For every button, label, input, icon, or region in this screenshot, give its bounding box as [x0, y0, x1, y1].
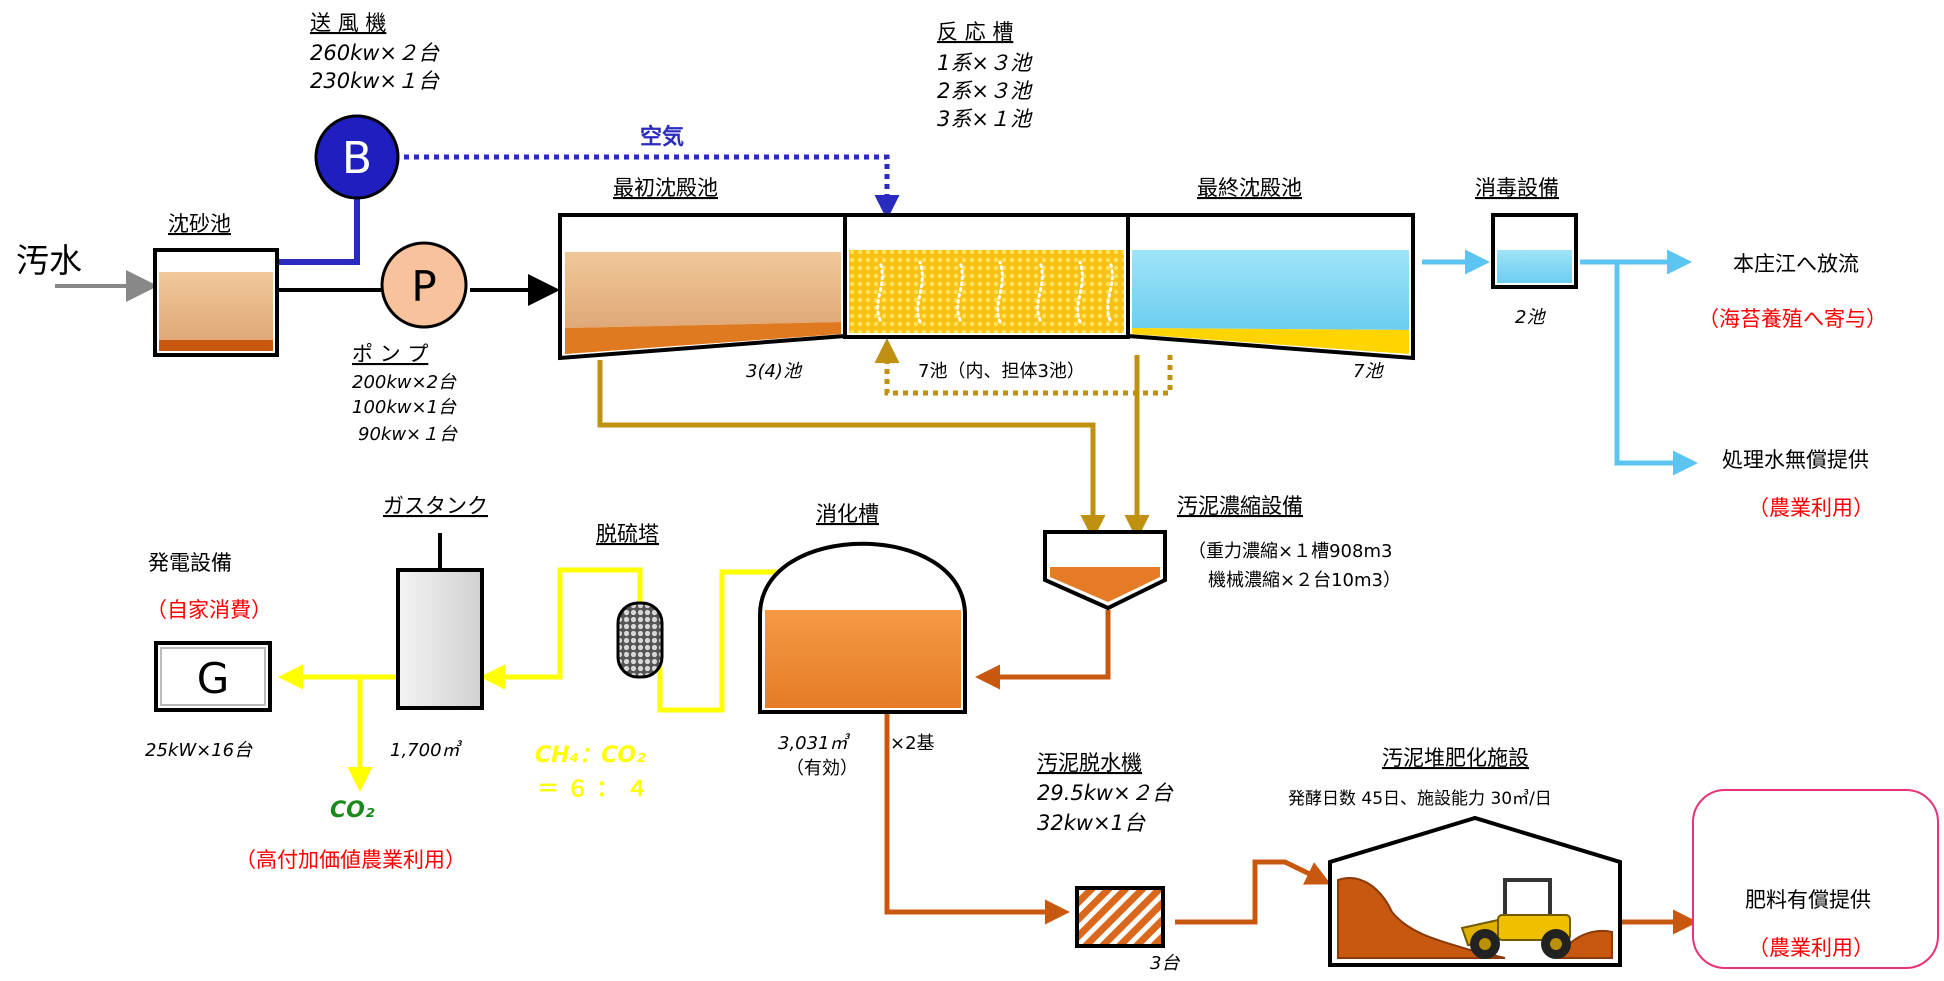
final-clarifier-count: 7池 — [1353, 361, 1384, 382]
generator-title: 発電設備 — [148, 551, 232, 575]
dewatering: 汚泥脱水機 29.5kw×２台 32kw×1台 3台 — [1037, 751, 1180, 974]
desulfurizer: 脱硫塔 CH₄：CO₂ ＝ ６ ： ４ — [535, 522, 664, 802]
digester: 消化槽 3,031㎥ （有効） ×2基 — [758, 502, 967, 779]
thickener-spec2: 機械濃縮×２台10m3） — [1208, 570, 1401, 591]
pump-icon — [380, 241, 468, 329]
gas-tank: ガスタンク 1,700㎥ — [383, 494, 488, 761]
reaction-tank-count: 7池（内、担体3池） — [918, 361, 1085, 382]
blower-spec1: 260kw×２台 — [310, 41, 440, 65]
treated-line-3 — [1614, 262, 1698, 476]
final-clarifier-title: 最終沈殿池 — [1197, 176, 1302, 200]
blower-grit-line — [277, 196, 360, 265]
gas-tank-title: ガスタンク — [383, 494, 488, 518]
dewatering-count: 3台 — [1150, 953, 1180, 974]
blower: 送 風 機 260kw×２台 230kw×１台 B — [310, 11, 440, 200]
compost-pile-icon — [1337, 877, 1506, 959]
disinfection-count: 2池 — [1515, 307, 1546, 328]
primary-clarifier-count: 3(4)池 — [746, 361, 803, 382]
reaction-tank: 反 応 槽 1系×３池 2系×３池 3系×１池 7池（内、担体3池） — [843, 20, 1130, 382]
gas-line-desulf — [480, 567, 643, 690]
discharge-note: （海苔養殖へ寄与） — [1698, 307, 1887, 331]
dewatering-spec2: 32kw×1台 — [1037, 811, 1146, 835]
desulfurizer-tower-icon — [616, 601, 664, 679]
reaction-tank-title: 反 応 槽 — [937, 20, 1013, 44]
pump-spec2: 100kw×1台 — [352, 397, 457, 418]
fertilizer-box: 肥料有償提供 （農業利用） — [1692, 789, 1939, 969]
thickener: 汚泥濃縮設備 （重力濃縮×１槽908m3 機械濃縮×２台10m3） — [1043, 494, 1401, 611]
final-clarifier: 最終沈殿池 7池 — [1126, 176, 1415, 382]
treated-water-note: （農業利用） — [1748, 496, 1874, 520]
discharge-label: 本庄江へ放流 — [1733, 252, 1859, 276]
blower-icon — [314, 114, 400, 200]
primary-clarifier-title: 最初沈殿池 — [613, 176, 718, 200]
blower-title: 送 風 機 — [310, 11, 386, 35]
desulfurizer-ratio2: ＝ ６ ： ４ — [537, 777, 648, 802]
digester-count: ×2基 — [890, 733, 935, 754]
fertilizer-note: （農業利用） — [1748, 936, 1874, 960]
dewatering-spec1: 29.5kw×２台 — [1037, 781, 1174, 805]
disinfection: 消毒設備 2池 — [1475, 176, 1578, 328]
composting: 汚泥堆肥化施設 発酵日数 45日、施設能力 30㎥/日 — [1288, 746, 1622, 967]
blower-spec2: 230kw×１台 — [310, 69, 440, 93]
digester-capacity: 3,031㎥ — [778, 733, 851, 754]
dewatering-machine-icon — [1075, 886, 1165, 948]
dewater-compost-line — [1175, 859, 1331, 925]
intake-label: 汚水 — [16, 241, 82, 280]
digester-title: 消化槽 — [816, 502, 879, 526]
reaction-tank-spec1: 1系×３池 — [937, 51, 1033, 75]
return-sludge-line — [874, 338, 1173, 396]
composting-spec: 発酵日数 45日、施設能力 30㎥/日 — [1288, 789, 1552, 809]
pump-title: ポ ン プ — [352, 342, 428, 366]
treated-water-label: 処理水無償提供 — [1722, 448, 1869, 472]
pump-symbol: P — [411, 262, 436, 311]
composting-title: 汚泥堆肥化施設 — [1382, 746, 1529, 770]
blower-symbol: B — [342, 133, 372, 184]
grit-chamber-title: 沈砂池 — [168, 212, 231, 236]
desulfurizer-title: 脱硫塔 — [596, 522, 659, 546]
air-label: 空気 — [640, 124, 684, 150]
flow-lines — [55, 154, 1698, 935]
co2-note: （高付加価値農業利用） — [235, 848, 466, 872]
sludge-line-primary — [597, 360, 1106, 540]
air-line — [404, 154, 900, 220]
generator-note: （自家消費） — [146, 598, 272, 622]
pump: P ポ ン プ 200kw×2台 100kw×1台 90kw×１台 — [352, 241, 468, 445]
wheel-loader-icon — [1460, 878, 1571, 959]
aeration-bubbles-icon — [876, 260, 1114, 324]
reaction-tank-spec3: 3系×１池 — [937, 107, 1033, 131]
digester-dewater-line — [884, 712, 1070, 925]
generator: 発電設備 （自家消費） G 25kW×16台 — [145, 551, 272, 761]
thickener-title: 汚泥濃縮設備 — [1177, 494, 1303, 518]
gas-line-digester — [657, 569, 805, 713]
disinfection-title: 消毒設備 — [1475, 176, 1559, 200]
generator-spec: 25kW×16台 — [145, 740, 253, 761]
thickener-digester-line — [975, 610, 1111, 690]
gas-tank-capacity: 1,700㎥ — [390, 740, 463, 761]
thickener-spec1: （重力濃縮×１槽908m3 — [1188, 541, 1392, 562]
generator-symbol: G — [197, 654, 230, 703]
co2-label: CO₂ — [330, 798, 375, 823]
dewatering-title: 汚泥脱水機 — [1037, 751, 1142, 775]
pump-spec1: 200kw×2台 — [352, 372, 457, 393]
pump-spec3: 90kw×１台 — [358, 424, 458, 445]
desulfurizer-ratio1: CH₄：CO₂ — [535, 743, 646, 768]
reaction-tank-spec2: 2系×３池 — [937, 79, 1033, 103]
grit-chamber: 沈砂池 — [153, 212, 279, 357]
primary-clarifier: 最初沈殿池 3(4)池 — [558, 176, 847, 382]
fertilizer-label: 肥料有償提供 — [1745, 888, 1871, 912]
digester-effective: （有効） — [786, 758, 858, 779]
